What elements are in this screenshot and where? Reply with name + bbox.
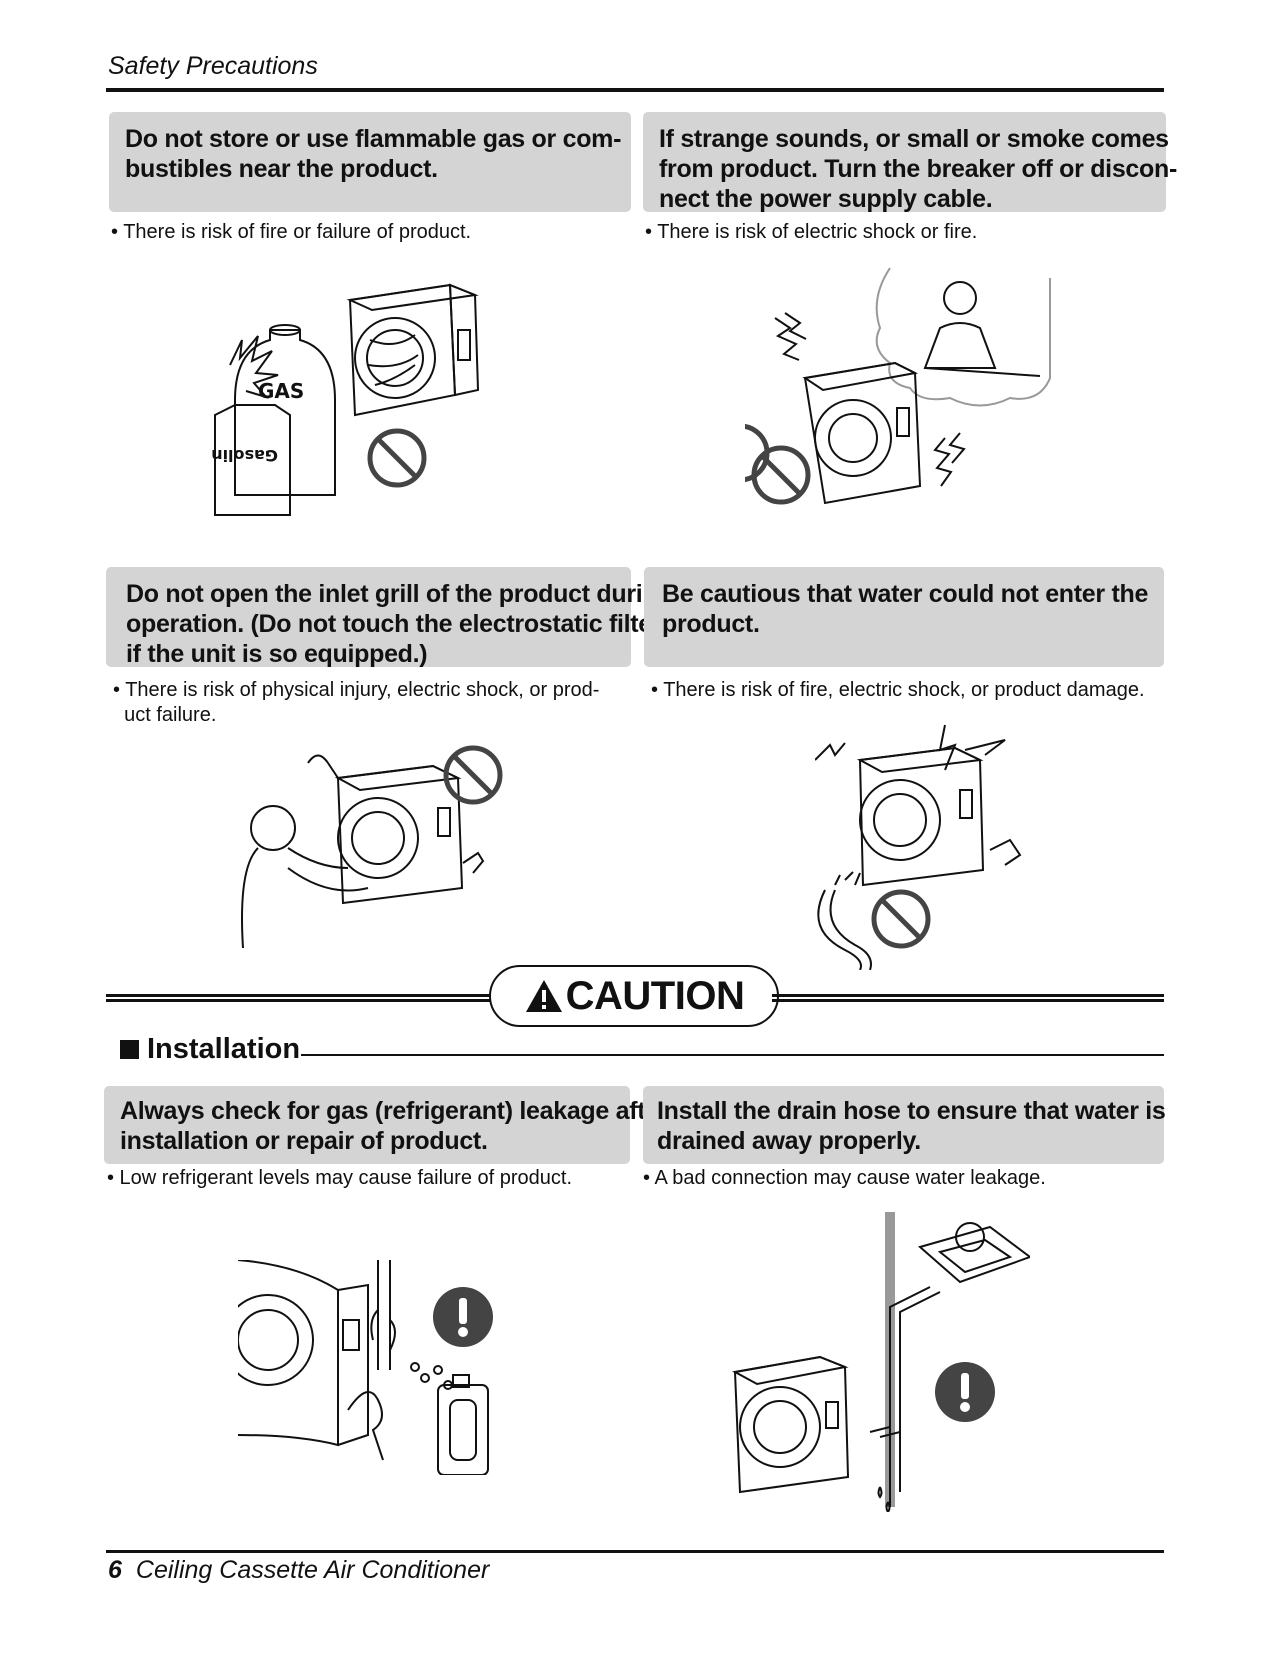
warning-line: if the unit is so equipped.)	[126, 640, 428, 668]
warning-line: bustibles near the product.	[125, 155, 438, 183]
caution-box-gas-leakage: Always check for gas (refrigerant) leaka…	[104, 1086, 669, 1164]
section-heading: Installation	[120, 1033, 300, 1066]
risk-note-line: • There is risk of physical injury, elec…	[113, 679, 600, 701]
prohibition-icon	[868, 886, 934, 952]
caution-label: CAUTION	[565, 973, 745, 1018]
page-header-title: Safety Precautions	[108, 52, 318, 80]
risk-note-line: uct failure.	[113, 704, 217, 726]
caution-line: drained away properly.	[657, 1127, 921, 1155]
caution-box-drain-hose: Install the drain hose to ensure that wa…	[643, 1086, 1166, 1164]
warning-line: operation. (Do not touch the electrostat…	[126, 610, 667, 638]
illustration-inlet-grill	[238, 738, 518, 953]
caution-rule-right	[772, 994, 1164, 1002]
illustration-gas-leak-check	[238, 1260, 498, 1475]
square-bullet-icon	[120, 1040, 139, 1059]
header-rule	[106, 88, 1164, 92]
caution-line: Always check for gas (refrigerant) leaka…	[120, 1097, 669, 1125]
risk-note: • Low refrigerant levels may cause failu…	[107, 1166, 572, 1191]
caution-pill: CAUTION	[489, 965, 779, 1027]
warning-line: product.	[662, 610, 760, 638]
illustration-water-entry	[815, 720, 1045, 970]
warning-box-strange-sounds: If strange sounds, or small or smoke com…	[643, 112, 1178, 213]
warning-line: Do not open the inlet grill of the produ…	[126, 580, 673, 608]
footer-rule	[106, 1550, 1164, 1553]
page-number: 6	[108, 1556, 122, 1584]
section-title: Installation	[147, 1033, 301, 1065]
risk-note-line: • There is risk of fire, electric shock,…	[651, 679, 1145, 701]
prohibition-icon	[748, 442, 814, 508]
risk-note-line: • Low refrigerant levels may cause failu…	[107, 1167, 572, 1189]
risk-note: • A bad connection may cause water leaka…	[643, 1166, 1046, 1191]
illustration-drain-hose	[730, 1212, 1030, 1512]
illustration-gas-near-unit: GAS Gasolin	[210, 270, 510, 525]
page-footer: 6 Ceiling Cassette Air Conditioner	[108, 1556, 489, 1585]
risk-note: • There is risk of electric shock or fir…	[645, 220, 977, 245]
footer-title: Ceiling Cassette Air Conditioner	[135, 1556, 490, 1584]
risk-note: • There is risk of physical injury, elec…	[113, 678, 599, 728]
warning-box-flammable-gas: Do not store or use flammable gas or com…	[109, 112, 631, 212]
risk-note-line: • There is risk of electric shock or fir…	[645, 221, 978, 243]
gas-label: GAS	[258, 379, 304, 403]
section-rule	[301, 1054, 1164, 1056]
warning-line: Be cautious that water could not enter t…	[662, 580, 1149, 608]
warning-line: Do not store or use flammable gas or com…	[125, 125, 622, 153]
gasoline-label: Gasolin	[211, 446, 278, 465]
warning-box-water-entry: Be cautious that water could not enter t…	[644, 567, 1164, 667]
risk-note: • There is risk of fire or failure of pr…	[111, 220, 471, 245]
warning-box-inlet-grill: Do not open the inlet grill of the produ…	[106, 567, 673, 668]
warning-line: nect the power supply cable.	[659, 185, 993, 213]
caution-line: installation or repair of product.	[120, 1127, 488, 1155]
warning-line: If strange sounds, or small or smoke com…	[659, 125, 1169, 153]
risk-note-line: • There is risk of fire or failure of pr…	[111, 221, 472, 243]
exclamation-icon	[432, 1286, 494, 1348]
caution-banner: CAUTION	[106, 963, 1164, 1033]
warning-line: from product. Turn the breaker off or di…	[659, 155, 1178, 183]
warning-triangle-icon	[525, 980, 562, 1012]
caution-line: Install the drain hose to ensure that wa…	[657, 1097, 1166, 1125]
illustration-strange-sounds	[745, 258, 1065, 530]
prohibition-icon	[440, 742, 506, 808]
risk-note-line: • A bad connection may cause water leaka…	[643, 1167, 1046, 1189]
caution-rule-left	[106, 994, 492, 1002]
risk-note: • There is risk of fire, electric shock,…	[651, 678, 1145, 703]
exclamation-icon	[934, 1361, 996, 1423]
